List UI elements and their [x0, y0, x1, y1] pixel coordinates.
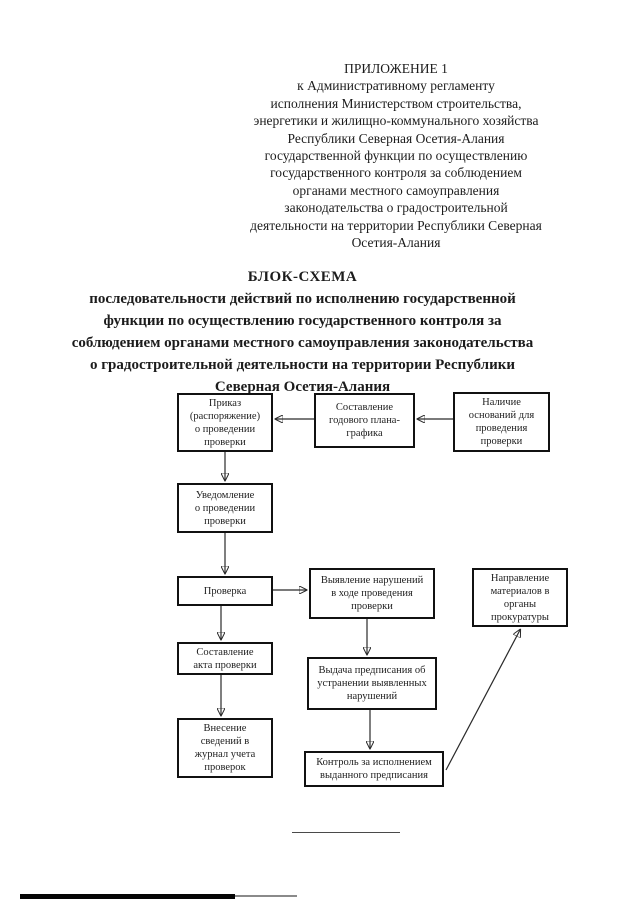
header-line: государственной функции по осуществлению	[264, 148, 528, 164]
title-line: функции по осуществлению государственног…	[103, 313, 502, 329]
flowchart-node-order: Приказ (распоряжение) о проведении прове…	[177, 393, 273, 452]
flowchart-node-prescription: Выдача предписания об устранении выявлен…	[307, 657, 437, 710]
bottom-scan-line	[20, 894, 235, 899]
header-line: ПРИЛОЖЕНИЕ 1	[344, 61, 448, 76]
header-line: энергетики и жилищно-коммунального хозяй…	[253, 113, 539, 129]
page-title: БЛОК-СХЕМА	[247, 269, 358, 285]
flowchart-node-notification: Уведомление о проведении проверки	[177, 483, 273, 533]
flowchart-node-control: Контроль за исполнением выданного предпи…	[304, 751, 444, 787]
flowchart-node-annual-plan: Составление годового плана- графика	[314, 393, 415, 448]
flowchart-node-journal: Внесение сведений в журнал учета проверо…	[177, 718, 273, 778]
header-line: государственного контроля за соблюдением	[270, 165, 522, 181]
flowchart-node-inspection: Проверка	[177, 576, 273, 606]
header-line: Республики Северная Осетия-Алания	[287, 130, 505, 146]
title-line: Северная Осетия-Алания	[214, 379, 391, 395]
flowchart-node-prosecutor: Направление материалов в органы прокурат…	[472, 568, 568, 627]
title-line: последовательности действий по исполнени…	[89, 291, 516, 307]
header-line: Осетия-Алания	[351, 235, 441, 251]
flowchart-node-grounds: Наличие оснований для проведения проверк…	[453, 392, 550, 452]
appendix-header: ПРИЛОЖЕНИЕ 1 к Административному регламе…	[170, 60, 622, 251]
title-line: соблюдением органами местного самоуправл…	[71, 335, 534, 351]
header-line: к Административному регламенту	[297, 78, 495, 94]
header-line: законодательства о градостроительной	[284, 200, 508, 216]
flowchart-node-violations: Выявление нарушений в ходе проведения пр…	[309, 568, 435, 619]
title-line: о градостроительной деятельности на терр…	[89, 357, 516, 373]
header-line: органами местного самоуправления	[292, 182, 500, 198]
arrow-control-to-prosecutor	[445, 630, 520, 771]
header-line: деятельности на территории Республики Се…	[250, 217, 542, 233]
flowchart-node-act: Составление акта проверки	[177, 642, 273, 675]
header-line: исполнения Министерством строительства,	[270, 95, 522, 111]
bottom-scan-line-tail	[235, 895, 297, 897]
block-scheme-title: БЛОК-СХЕМА последовательности действий п…	[30, 266, 575, 398]
footnote-divider-line	[292, 832, 400, 833]
